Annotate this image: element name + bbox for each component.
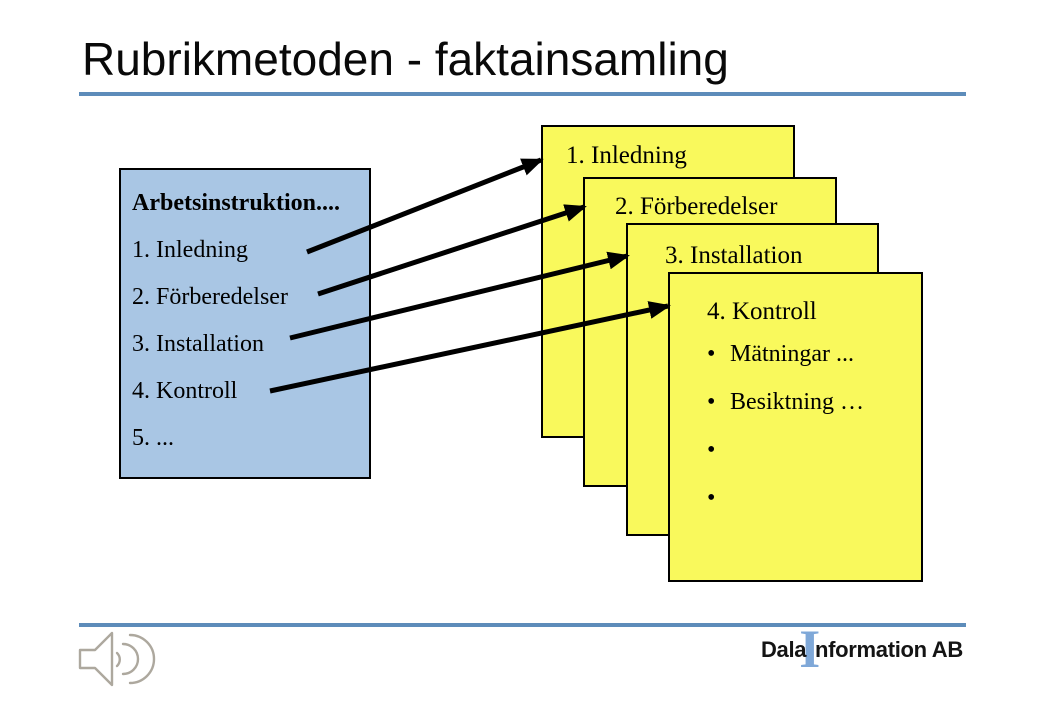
card-title: 2. Förberedelser xyxy=(615,193,778,220)
logo-text-part2: nformation AB xyxy=(814,637,963,662)
dala-information-logo: Dala I nformation AB xyxy=(760,619,963,679)
bullet-dot: • xyxy=(707,485,716,511)
bullet-besiktning: • Besiktning … xyxy=(707,378,921,426)
bullet-dot: • xyxy=(707,389,716,415)
bullet-empty-2: • xyxy=(707,474,921,522)
bullet-matningar: • Mätningar ... xyxy=(707,330,921,378)
bullet-dot: • xyxy=(707,437,716,463)
list-item-installation: 3. Installation xyxy=(132,331,264,357)
list-item-forberedelser: 2. Förberedelser xyxy=(132,284,288,310)
title-divider xyxy=(79,92,966,96)
bullet-empty-1: • xyxy=(707,426,921,474)
bullet-dot: • xyxy=(707,341,716,367)
speaker-icon[interactable] xyxy=(76,627,162,693)
card-title: 3. Installation xyxy=(665,242,803,269)
card-bullet-list: • Mätningar ... • Besiktning … • • xyxy=(707,330,921,522)
work-instruction-heading: Arbetsinstruktion.... xyxy=(132,190,341,216)
list-item-5: 5. ... xyxy=(132,425,174,451)
card-title: 4. Kontroll xyxy=(707,298,817,325)
footer-divider xyxy=(79,623,966,627)
list-item-inledning: 1. Inledning xyxy=(132,237,248,263)
card-kontroll: 4. Kontroll • Mätningar ... • Besiktning …… xyxy=(668,272,923,582)
card-title: 1. Inledning xyxy=(566,142,687,169)
logo-text-part1: Dala xyxy=(760,637,807,662)
bullet-text: Mätningar ... xyxy=(730,341,854,367)
logo-accent-i: I xyxy=(799,619,820,679)
list-item-kontroll: 4. Kontroll xyxy=(132,378,238,404)
work-instruction-box: Arbetsinstruktion.... 1. Inledning 2. Fö… xyxy=(119,168,371,479)
slide-title: Rubrikmetoden - faktainsamling xyxy=(82,33,729,85)
bullet-text: Besiktning … xyxy=(730,389,865,415)
